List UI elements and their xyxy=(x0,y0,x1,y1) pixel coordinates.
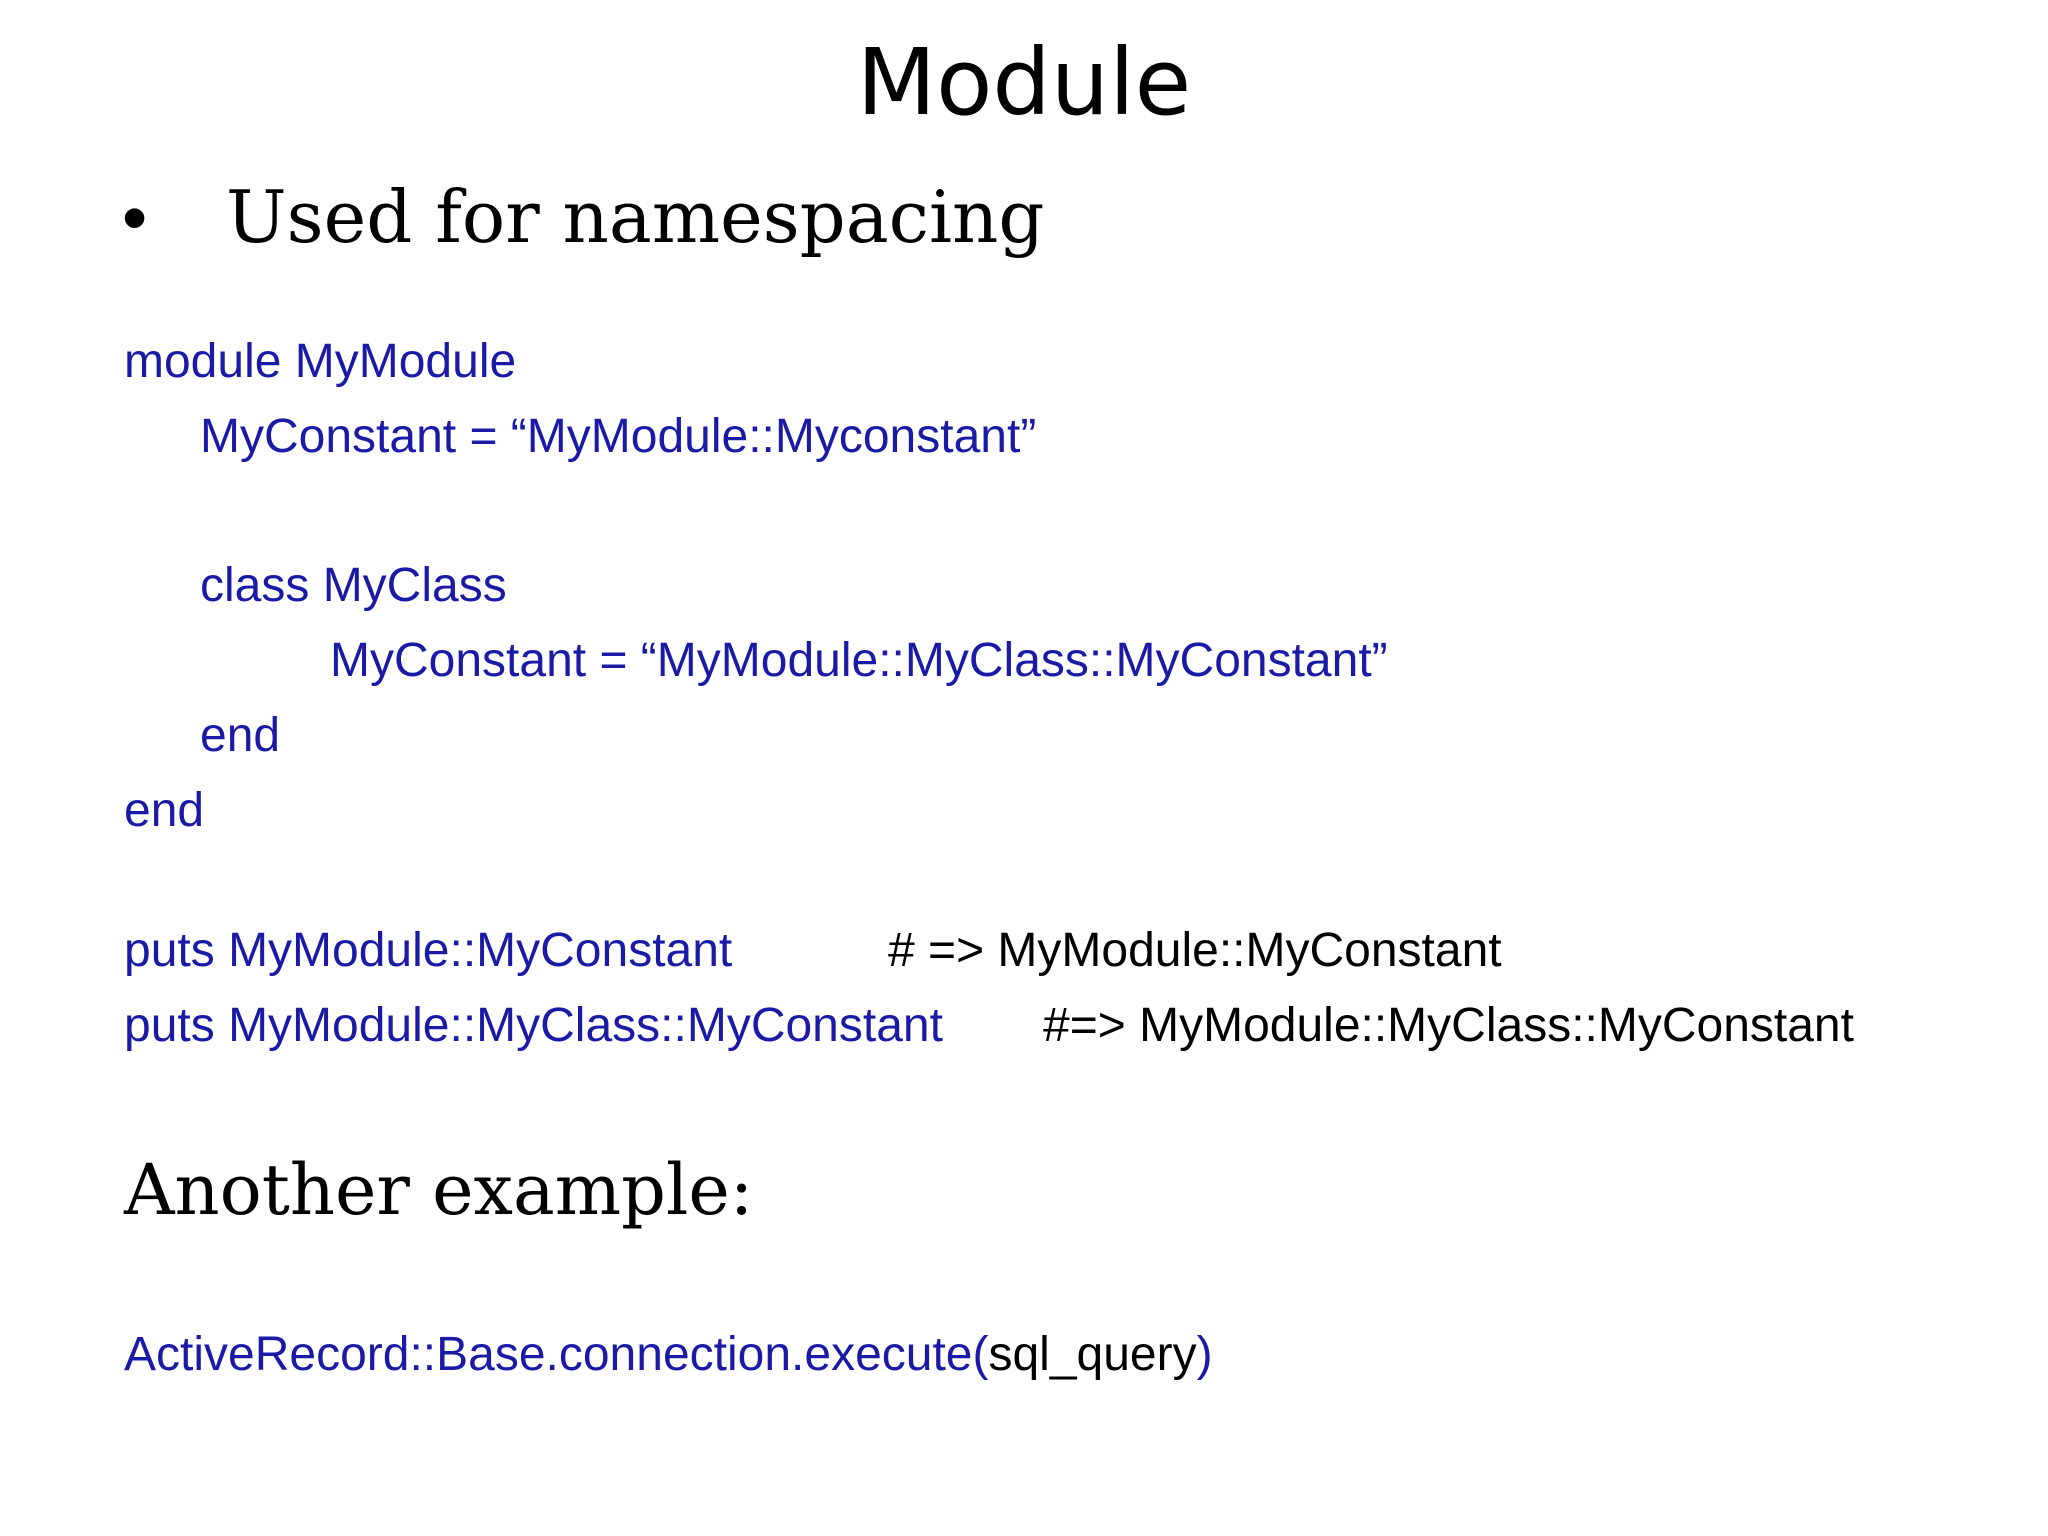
another-example-heading: Another example: xyxy=(124,1149,754,1231)
puts-line-2-code: puts MyModule::MyClass::MyConstant xyxy=(124,999,943,1052)
bullet-item: • Used for namespacing xyxy=(122,172,1044,263)
bullet-text: Used for namespacing xyxy=(226,175,1045,259)
bullet-icon: • xyxy=(122,178,148,258)
code-line-module: module MyModule xyxy=(124,335,517,388)
example-code-suffix: ) xyxy=(1196,1328,1213,1381)
code-line-class: class MyClass xyxy=(200,559,507,612)
code-line-class-end: end xyxy=(200,709,281,762)
code-line-module-constant: MyConstant = “MyModule::Myconstant” xyxy=(200,410,1037,463)
code-line-module-end: end xyxy=(124,784,205,837)
code-line-class-constant: MyConstant = “MyModule::MyClass::MyConst… xyxy=(330,634,1388,687)
example-code-argument: sql_query xyxy=(988,1328,1197,1381)
puts-line-2-comment: #=> MyModule::MyClass::MyConstant xyxy=(1043,999,1854,1052)
example-code-prefix: ActiveRecord::Base.connection.execute( xyxy=(124,1328,989,1381)
example-code-line: ActiveRecord::Base.connection.execute(sq… xyxy=(124,1327,1213,1383)
puts-line-1-code: puts MyModule::MyConstant xyxy=(124,924,733,977)
puts-line-1-comment: # => MyModule::MyConstant xyxy=(888,924,1502,977)
slide-title: Module xyxy=(856,29,1192,136)
